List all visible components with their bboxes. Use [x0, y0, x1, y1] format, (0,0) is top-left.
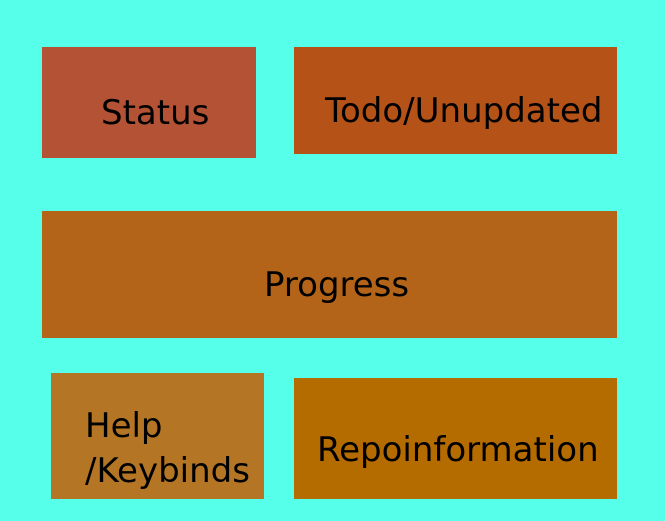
help-label-line-1: Help [85, 406, 163, 446]
help-label-line-2: /Keybinds [85, 450, 250, 491]
repo-information-panel: Repoinformation [294, 378, 617, 499]
help-keybinds-label: Help /Keybinds [85, 404, 250, 494]
progress-label: Progress [264, 265, 410, 305]
todo-unupdated-label: Todo/Unupdated [325, 91, 603, 131]
repo-information-label: Repoinformation [317, 430, 599, 470]
status-panel: Status [42, 47, 256, 158]
progress-panel: Progress [42, 211, 617, 338]
help-keybinds-panel: Help /Keybinds [51, 373, 264, 499]
todo-unupdated-panel: Todo/Unupdated [294, 47, 617, 154]
status-label: Status [101, 93, 210, 133]
